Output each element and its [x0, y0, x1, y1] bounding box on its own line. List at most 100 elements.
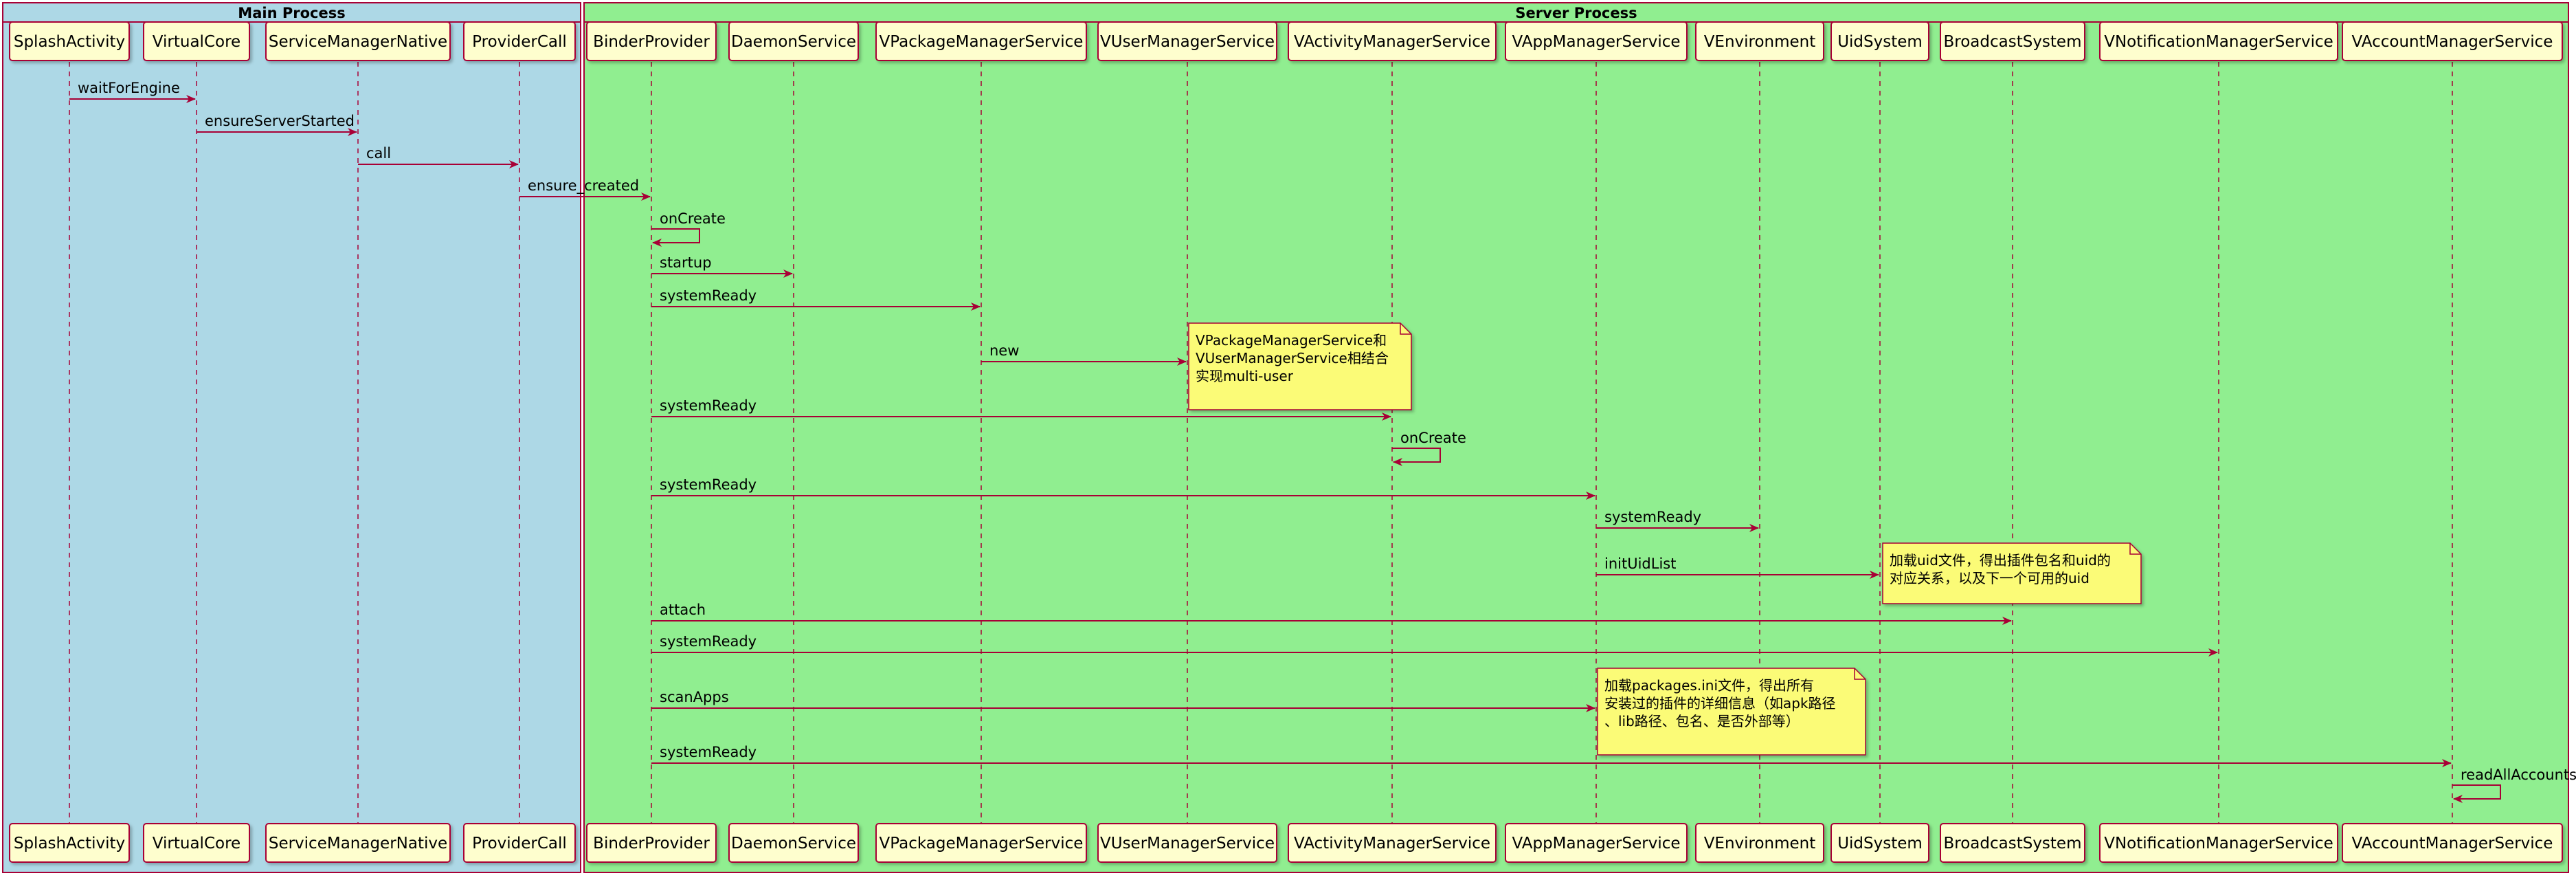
participant-VNotificationManagerService-top[interactable]: VNotificationManagerService	[2099, 21, 2338, 61]
message-readAllAccounts: readAllAccounts	[2452, 767, 2576, 803]
participant-VPackageManagerService-top[interactable]: VPackageManagerService	[875, 21, 1087, 61]
message-label: systemReady	[660, 633, 757, 650]
participant-label: DaemonService	[731, 33, 856, 51]
message-label: systemReady	[660, 744, 757, 760]
message-new: new	[981, 342, 1187, 366]
note-fold	[1854, 668, 1866, 680]
participant-BinderProvider-top[interactable]: BinderProvider	[586, 21, 717, 61]
participant-box	[875, 21, 1087, 61]
participant-BinderProvider-bottom[interactable]: BinderProvider	[586, 823, 717, 863]
note-box	[1597, 668, 1866, 756]
participant-box	[143, 823, 250, 863]
participant-label: VirtualCore	[153, 835, 240, 852]
participant-label: BinderProvider	[593, 835, 710, 852]
participant-label: VirtualCore	[153, 33, 240, 51]
note-line: VUserManagerService相结合	[1196, 350, 1389, 366]
participant-VEnvironment-bottom[interactable]: VEnvironment	[1695, 823, 1824, 863]
participant-label: VNotificationManagerService	[2104, 835, 2333, 852]
participant-VActivityManagerService-top[interactable]: VActivityManagerService	[1288, 21, 1497, 61]
participant-box	[875, 823, 1087, 863]
message-systemReady: systemReady	[651, 476, 1595, 500]
participant-box	[586, 823, 717, 863]
participant-label: BroadcastSystem	[1943, 33, 2081, 51]
message-label: waitForEngine	[78, 80, 180, 96]
message-systemReady: systemReady	[651, 287, 981, 311]
participant-VirtualCore-bottom[interactable]: VirtualCore	[143, 823, 250, 863]
participant-label: VActivityManagerService	[1294, 33, 1490, 51]
message-label: initUidList	[1604, 556, 1676, 572]
note-line: 加载uid文件，得出插件包名和uid的	[1890, 552, 2111, 569]
participant-label: VUserManagerService	[1100, 33, 1275, 51]
participant-box	[1505, 21, 1688, 61]
participant-VNotificationManagerService-bottom[interactable]: VNotificationManagerService	[2099, 823, 2338, 863]
server-process-group	[583, 2, 2569, 873]
note-fold	[2129, 543, 2141, 555]
participant-UidSystem-bottom[interactable]: UidSystem	[1830, 823, 1929, 863]
participant-box	[1288, 823, 1497, 863]
participant-label: VEnvironment	[1704, 835, 1816, 852]
message-ensureServerStarted: ensureServerStarted	[197, 113, 357, 136]
participant-DaemonService-top[interactable]: DaemonService	[728, 21, 859, 61]
participant-VUserManagerService-bottom[interactable]: VUserManagerService	[1097, 823, 1277, 863]
participant-BroadcastSystem-bottom[interactable]: BroadcastSystem	[1940, 823, 2085, 863]
message-systemReady: systemReady	[651, 397, 1391, 421]
participant-label: VAccountManagerService	[2352, 33, 2553, 51]
participant-VirtualCore-top[interactable]: VirtualCore	[143, 21, 250, 61]
participant-box	[143, 21, 250, 61]
participant-ServiceManagerNative-top[interactable]: ServiceManagerNative	[265, 21, 451, 61]
main-process-group	[2, 2, 581, 873]
participant-box	[1940, 823, 2085, 863]
participant-box	[2342, 823, 2563, 863]
participant-VUserManagerService-top[interactable]: VUserManagerService	[1097, 21, 1277, 61]
message-call: call	[358, 145, 519, 168]
note-line: 加载packages.ini文件，得出所有	[1604, 677, 1814, 694]
participant-box	[2342, 21, 2563, 61]
note-line: VPackageManagerService和	[1196, 332, 1387, 349]
message-systemReady: systemReady	[651, 633, 2218, 657]
participant-label: ServiceManagerNative	[269, 33, 447, 51]
participant-SplashActivity-top[interactable]: SplashActivity	[9, 21, 130, 61]
message-systemReady: systemReady	[1596, 509, 1759, 532]
participant-label: VAppManagerService	[1512, 835, 1680, 852]
participant-label: VAccountManagerService	[2352, 835, 2553, 852]
message-onCreate: onCreate	[651, 210, 726, 247]
participant-label: VPackageManagerService	[880, 33, 1084, 51]
participant-box	[1830, 823, 1929, 863]
participant-label: VUserManagerService	[1100, 835, 1275, 852]
participant-ProviderCall-top[interactable]: ProviderCall	[463, 21, 576, 61]
participant-VEnvironment-top[interactable]: VEnvironment	[1695, 21, 1824, 61]
participant-SplashActivity-bottom[interactable]: SplashActivity	[9, 823, 130, 863]
note-3: 加载packages.ini文件，得出所有安装过的插件的详细信息（如apk路径、…	[1597, 668, 1866, 756]
participant-UidSystem-top[interactable]: UidSystem	[1830, 21, 1929, 61]
message-label: readAllAccounts	[2461, 767, 2576, 783]
participant-VAppManagerService-top[interactable]: VAppManagerService	[1505, 21, 1688, 61]
participant-VPackageManagerService-bottom[interactable]: VPackageManagerService	[875, 823, 1087, 863]
participant-VAppManagerService-bottom[interactable]: VAppManagerService	[1505, 823, 1688, 863]
participant-box	[2099, 21, 2338, 61]
participant-box	[1940, 21, 2085, 61]
self-message-arrow	[1392, 448, 1441, 466]
participant-box	[1695, 21, 1824, 61]
message-scanApps: scanApps	[651, 689, 1595, 712]
message-label: new	[989, 342, 1019, 359]
message-onCreate: onCreate	[1392, 430, 1466, 466]
participant-box	[586, 21, 717, 61]
message-label: startup	[660, 254, 712, 271]
participant-VActivityManagerService-bottom[interactable]: VActivityManagerService	[1288, 823, 1497, 863]
participant-box	[265, 823, 451, 863]
participant-DaemonService-bottom[interactable]: DaemonService	[728, 823, 859, 863]
participant-label: VAppManagerService	[1512, 33, 1680, 51]
participant-ServiceManagerNative-bottom[interactable]: ServiceManagerNative	[265, 823, 451, 863]
participant-VAccountManagerService-top[interactable]: VAccountManagerService	[2342, 21, 2563, 61]
participant-ProviderCall-bottom[interactable]: ProviderCall	[463, 823, 576, 863]
message-label: ensure_created	[528, 177, 639, 195]
message-label: systemReady	[1604, 509, 1701, 525]
message-label: scanApps	[660, 689, 729, 705]
participant-label: UidSystem	[1837, 33, 1923, 51]
participant-VAccountManagerService-bottom[interactable]: VAccountManagerService	[2342, 823, 2563, 863]
participant-box	[265, 21, 451, 61]
participant-box	[1505, 823, 1688, 863]
participant-label: SplashActivity	[14, 835, 125, 852]
participant-box	[728, 823, 859, 863]
participant-BroadcastSystem-top[interactable]: BroadcastSystem	[1940, 21, 2085, 61]
